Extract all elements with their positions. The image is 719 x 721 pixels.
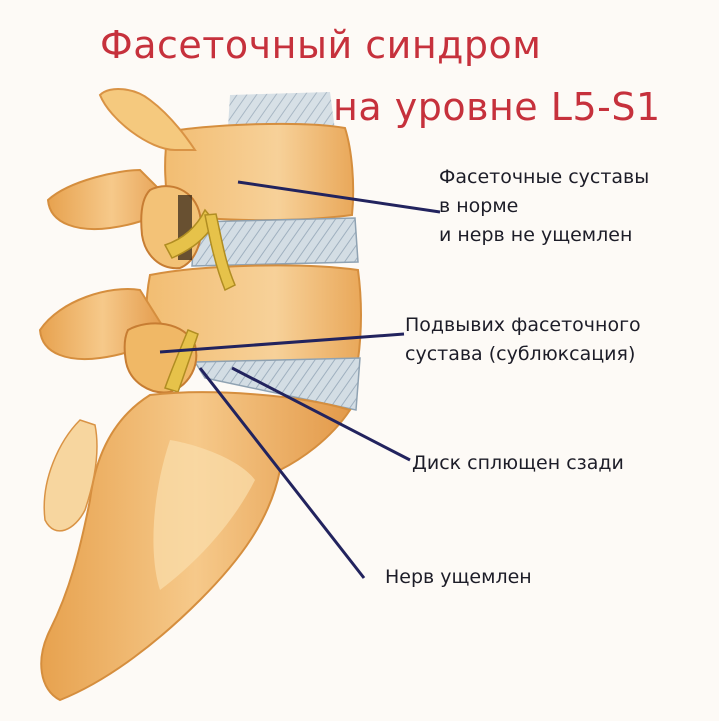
title-line-1: Фасеточный синдром (100, 23, 542, 67)
pointer-normal (237, 180, 441, 214)
pointer-subluxation (159, 332, 405, 354)
label-subluxation-line-1: Подвывих фасеточного (405, 314, 641, 336)
sacrum-crest (43, 419, 98, 532)
label-normal-line-2: в норме (439, 195, 519, 217)
title-line-2: на уровне L5-S1 (333, 85, 661, 129)
label-normal-facet-joints: Фасеточные суставы в норме и нерв не уще… (439, 163, 649, 250)
label-disc-flattened: Диск сплющен сзади (412, 449, 624, 478)
label-subluxation: Подвывих фасеточного сустава (сублюксаци… (405, 311, 641, 369)
label-nerve-pinched: Нерв ущемлен (385, 563, 532, 592)
label-subluxation-line-2: сустава (сублюксация) (405, 343, 636, 365)
pointer-nerve (198, 367, 366, 579)
label-normal-line-1: Фасеточные суставы (439, 166, 650, 188)
pointer-lines (159, 180, 441, 579)
pointer-disc (231, 366, 411, 462)
normal-nerve-descending (204, 213, 236, 292)
upper-spinous-process (98, 88, 197, 151)
label-nerve-text: Нерв ущемлен (385, 566, 532, 588)
label-normal-line-3: и нерв не ущемлен (439, 224, 633, 246)
sacrum-highlight (153, 440, 255, 590)
label-disc-text: Диск сплющен сзади (412, 452, 624, 474)
upper-disc (228, 92, 335, 130)
